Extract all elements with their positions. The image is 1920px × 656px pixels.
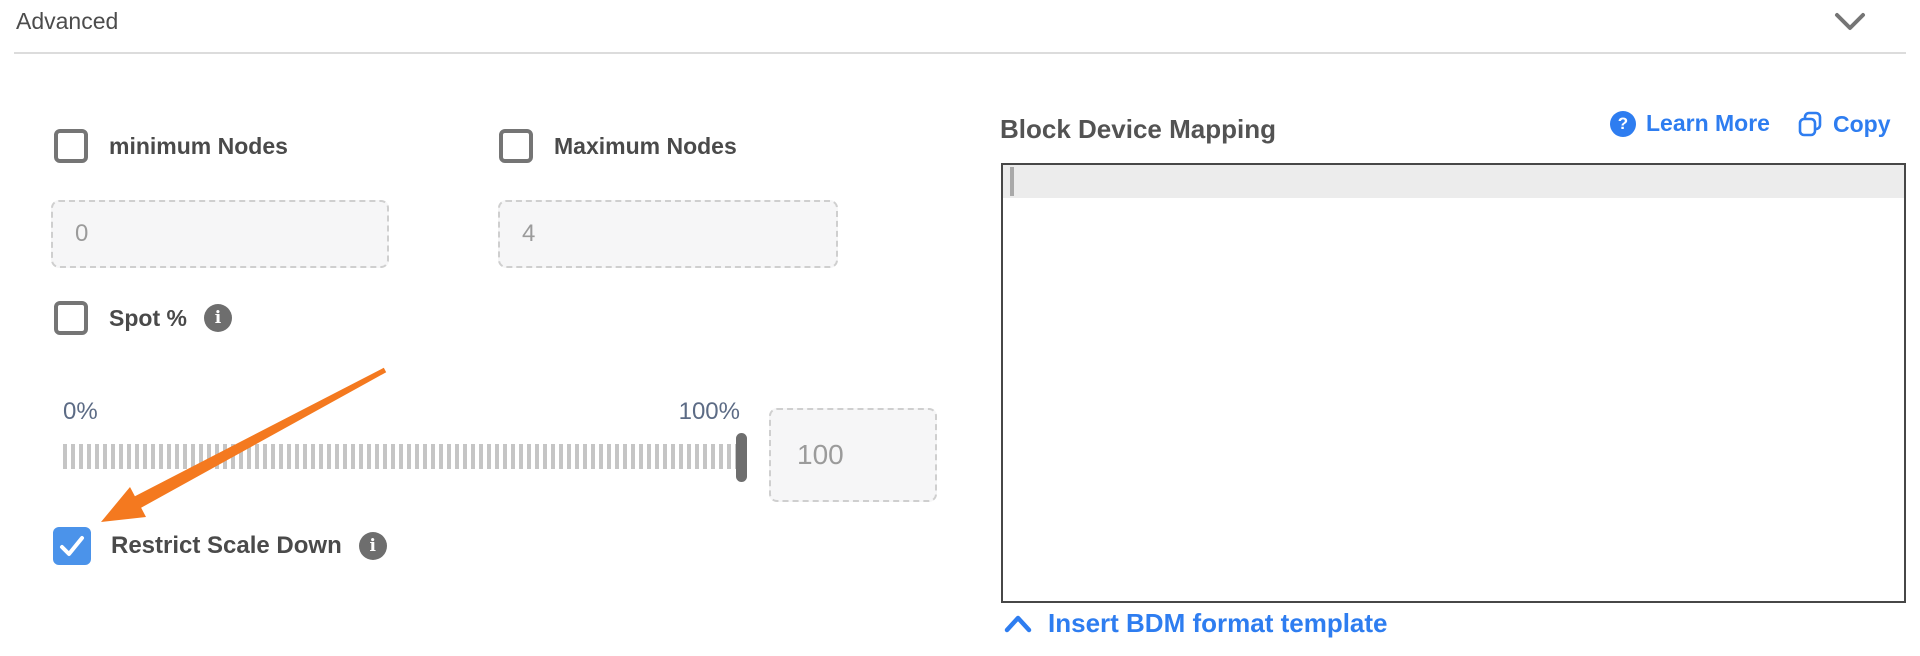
insert-bdm-template-link[interactable]: Insert BDM format template	[1004, 608, 1388, 639]
section-title: Advanced	[16, 8, 119, 34]
chevron-up-icon	[1004, 615, 1032, 632]
info-icon[interactable]: i	[203, 304, 232, 332]
question-circle-icon: ?	[1610, 110, 1636, 137]
maximum-nodes-checkbox[interactable]	[499, 129, 533, 163]
restrict-scale-down-checkbox[interactable]	[53, 527, 91, 565]
copy-label: Copy	[1833, 110, 1891, 137]
learn-more-label: Learn More	[1646, 110, 1770, 136]
copy-button[interactable]: Copy	[1797, 110, 1891, 138]
restrict-scale-down-label: Restrict Scale Down	[111, 532, 342, 559]
section-divider	[14, 52, 1906, 54]
spot-percent-input[interactable]	[769, 408, 937, 502]
maximum-nodes-group: Maximum Nodes	[499, 129, 737, 163]
minimum-nodes-checkbox[interactable]	[54, 129, 88, 163]
spot-percent-slider-track[interactable]	[63, 444, 739, 469]
slider-max-label: 100%	[678, 398, 740, 425]
insert-bdm-template-label: Insert BDM format template	[1048, 608, 1388, 638]
chevron-down-icon[interactable]	[1834, 12, 1866, 32]
bdm-editor[interactable]	[1001, 163, 1906, 603]
spot-percent-label: Spot %	[109, 304, 187, 331]
block-device-mapping-title: Block Device Mapping	[1000, 114, 1276, 144]
restrict-scale-down-group: Restrict Scale Down i	[53, 527, 387, 565]
slider-min-label: 0%	[63, 398, 98, 425]
spot-percent-slider-handle[interactable]	[736, 433, 747, 482]
minimum-nodes-group: minimum Nodes	[54, 129, 288, 163]
maximum-nodes-input[interactable]	[498, 200, 838, 268]
editor-cursor	[1010, 167, 1014, 196]
editor-active-line	[1003, 165, 1904, 198]
copy-icon	[1798, 111, 1822, 137]
learn-more-link[interactable]: ? Learn More	[1610, 110, 1770, 137]
info-icon[interactable]: i	[358, 532, 387, 560]
checkmark-icon	[60, 536, 84, 556]
minimum-nodes-input[interactable]	[51, 200, 389, 268]
spot-percent-checkbox[interactable]	[54, 301, 88, 335]
spot-percent-group: Spot % i	[54, 301, 232, 335]
maximum-nodes-label: Maximum Nodes	[554, 132, 737, 159]
minimum-nodes-label: minimum Nodes	[109, 132, 288, 159]
